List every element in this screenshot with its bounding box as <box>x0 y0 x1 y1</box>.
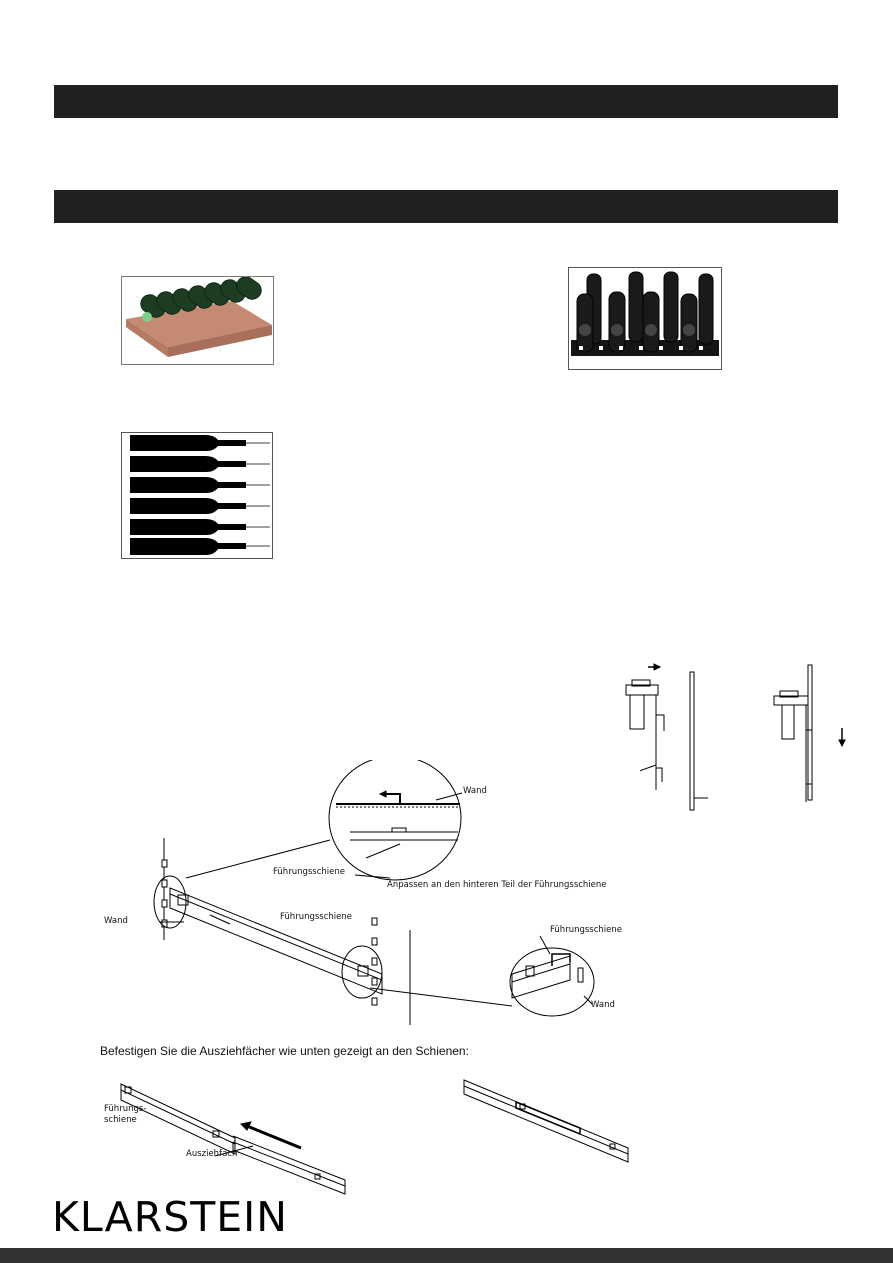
mounting-caption: Befestigen Sie die Ausziehfächer wie unt… <box>100 1044 469 1058</box>
label-guide-rail-right: Führungsschiene <box>550 925 622 935</box>
footer-bar <box>0 1248 893 1263</box>
wooden-shelf-photo <box>121 276 274 365</box>
label-guide-rail-mid: Führungsschiene <box>280 912 352 922</box>
section-header-bar-2 <box>54 190 838 223</box>
drawer-attach-diagram-left <box>115 1076 355 1196</box>
section-header-bar-1 <box>54 85 838 118</box>
bracket-side-diagram <box>612 660 852 815</box>
bottle-stacking-diagram <box>121 432 273 559</box>
label-guide-rail-top: Führungsschiene <box>273 867 345 877</box>
label-guide-rail-hyphen-2: schiene <box>104 1115 137 1125</box>
label-wall-right: Wand <box>591 1000 615 1010</box>
label-adapt-rear: Anpassen an den hinteren Teil der Führun… <box>387 880 607 890</box>
label-drawer: Ausziehfach <box>186 1149 238 1159</box>
label-guide-rail-hyphen-1: Führungs- <box>104 1104 147 1114</box>
plastic-shelf-photo <box>568 267 722 370</box>
drawer-attach-diagram-right <box>460 1074 640 1166</box>
brand-logo: KLARSTEIN <box>52 1193 288 1241</box>
label-wall-top: Wand <box>463 786 487 796</box>
label-wall-left: Wand <box>104 916 128 926</box>
guide-rail-installation-diagram <box>100 755 640 1030</box>
